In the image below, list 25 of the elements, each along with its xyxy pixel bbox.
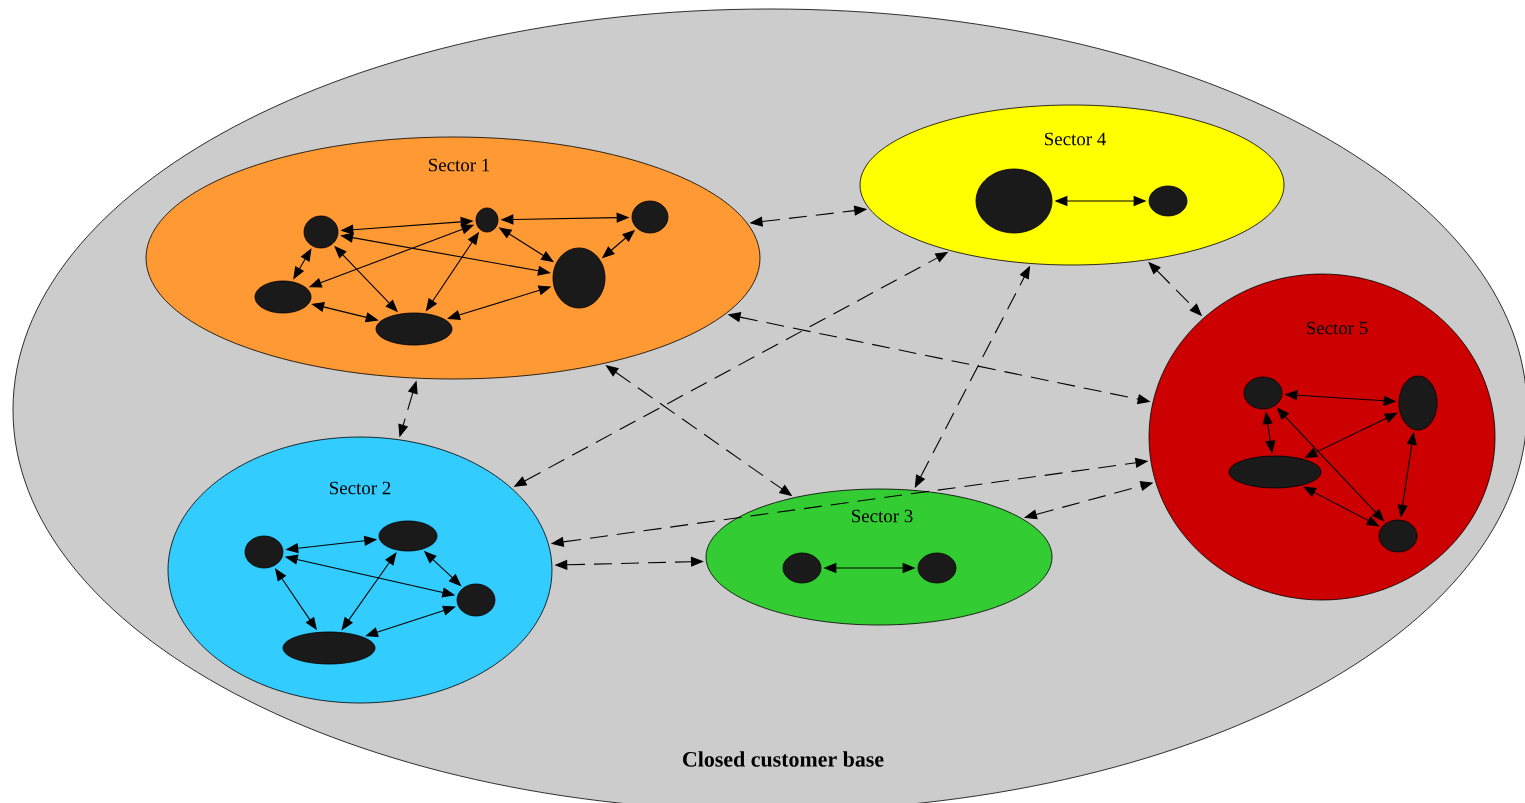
customer-ellipse xyxy=(631,200,669,234)
sector-label: Sector 2 xyxy=(330,481,391,495)
customer-ellipse xyxy=(303,215,339,249)
customer-ellipse xyxy=(1243,376,1283,410)
customer-ellipse xyxy=(1398,375,1438,431)
sector-label: Sector 3 xyxy=(852,509,913,523)
customer-ellipse xyxy=(378,520,438,552)
customer-ellipse xyxy=(1378,519,1418,553)
base-label: Closed customer base xyxy=(683,751,884,767)
customer-ellipse xyxy=(375,312,453,346)
customer-ellipse xyxy=(244,535,284,569)
customer-ellipse xyxy=(475,207,499,233)
customer-ellipse xyxy=(975,168,1053,234)
customer-ellipse xyxy=(552,247,606,309)
arrow xyxy=(365,605,456,638)
sector-label: Sector 4 xyxy=(1045,132,1106,146)
customer-ellipse xyxy=(1228,455,1322,489)
sector-label: Sector 1 xyxy=(429,158,490,172)
customer-ellipse xyxy=(282,631,376,665)
customer-ellipse xyxy=(254,280,312,314)
customer-ellipse xyxy=(782,552,822,584)
sector-label: Sector 5 xyxy=(1307,321,1368,335)
customer-ellipse xyxy=(456,583,496,617)
customer-ellipse xyxy=(1148,185,1188,217)
customer-ellipse xyxy=(917,552,957,584)
